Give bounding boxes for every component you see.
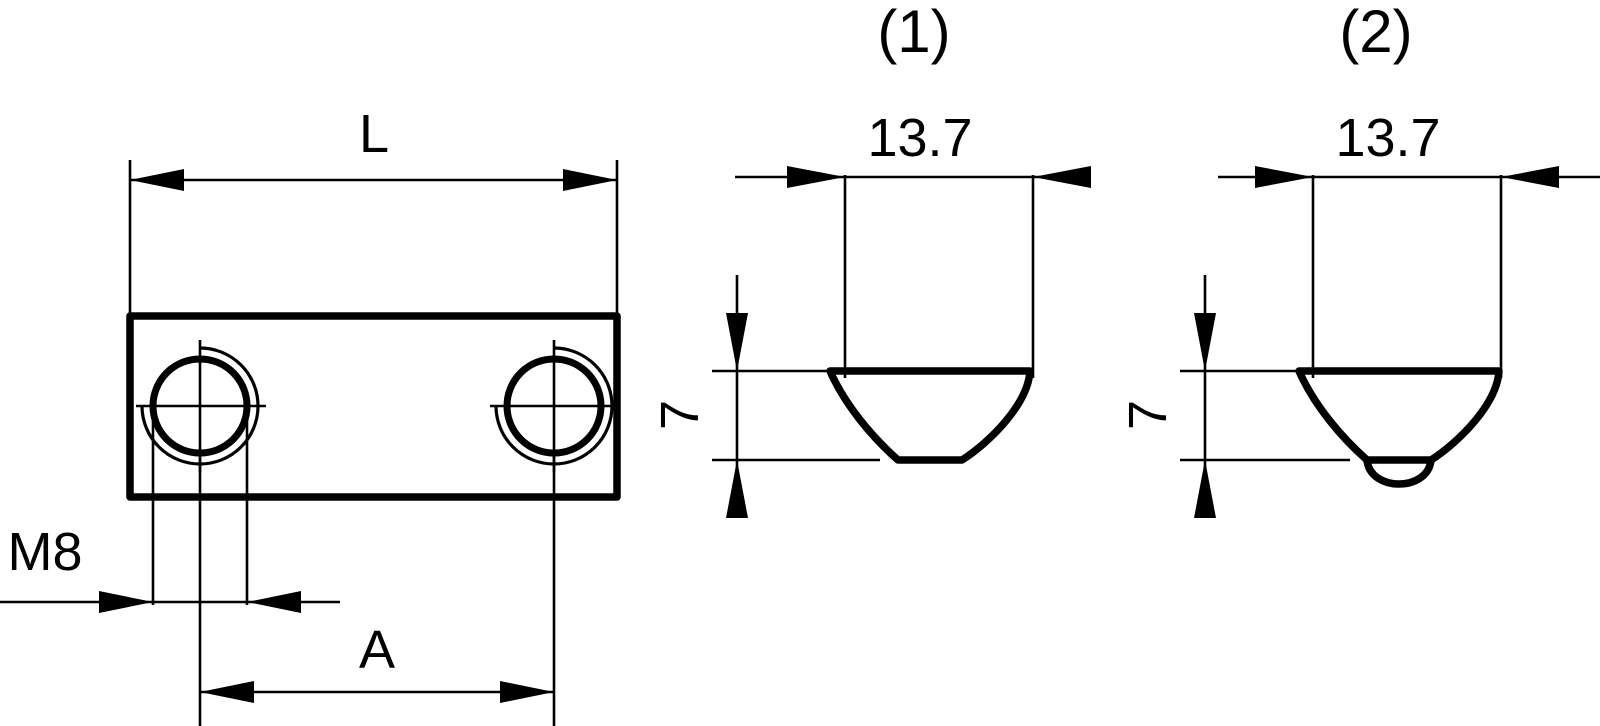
L-dimension-label: L [359,104,389,164]
A-arrowhead-right [500,681,554,703]
v2-profile-outline [1295,367,1503,464]
v1-height-arrowhead-top [726,313,748,371]
v2-width-arrowhead-right [1501,166,1559,188]
v1-width-label: 13.7 [867,108,972,168]
v1-profile-outline [826,367,1034,464]
dimension-L: L [128,104,619,320]
M8-dimension-label: M8 [7,522,82,582]
M8-arrowhead-left [99,591,153,613]
v1-width-arrowhead-left [787,166,845,188]
v2-height-arrowhead-top [1194,313,1216,371]
profile-section-variant-1: (1) 13.7 7 [650,0,1091,518]
plate-plan-view: L M8 A [0,104,621,726]
v2-width-label: 13.7 [1335,108,1440,168]
L-arrowhead-left [130,169,184,191]
v2-width-arrowhead-left [1255,166,1313,188]
M8-arrowhead-right [247,591,301,613]
v1-width-arrowhead-right [1033,166,1091,188]
v2-height-arrowhead-bottom [1194,460,1216,518]
L-arrowhead-right [563,169,617,191]
v1-height-arrowhead-bottom [726,460,748,518]
dimension-A: A [200,620,554,703]
dimension-M8: M8 [0,522,340,613]
A-dimension-label: A [359,620,395,680]
v2-profile-bottom-nose [1363,456,1435,488]
threaded-hole-right [490,340,620,472]
variant-1-label: (1) [877,0,950,65]
thread-major-arc-right [494,346,614,466]
v2-height-label: 7 [1118,400,1178,430]
profile-section-variant-2: (2) 13.7 7 [1118,0,1600,518]
variant-2-label: (2) [1339,0,1412,65]
A-arrowhead-left [200,681,254,703]
v1-height-label: 7 [650,400,710,430]
thread-major-arc-left [140,346,260,466]
